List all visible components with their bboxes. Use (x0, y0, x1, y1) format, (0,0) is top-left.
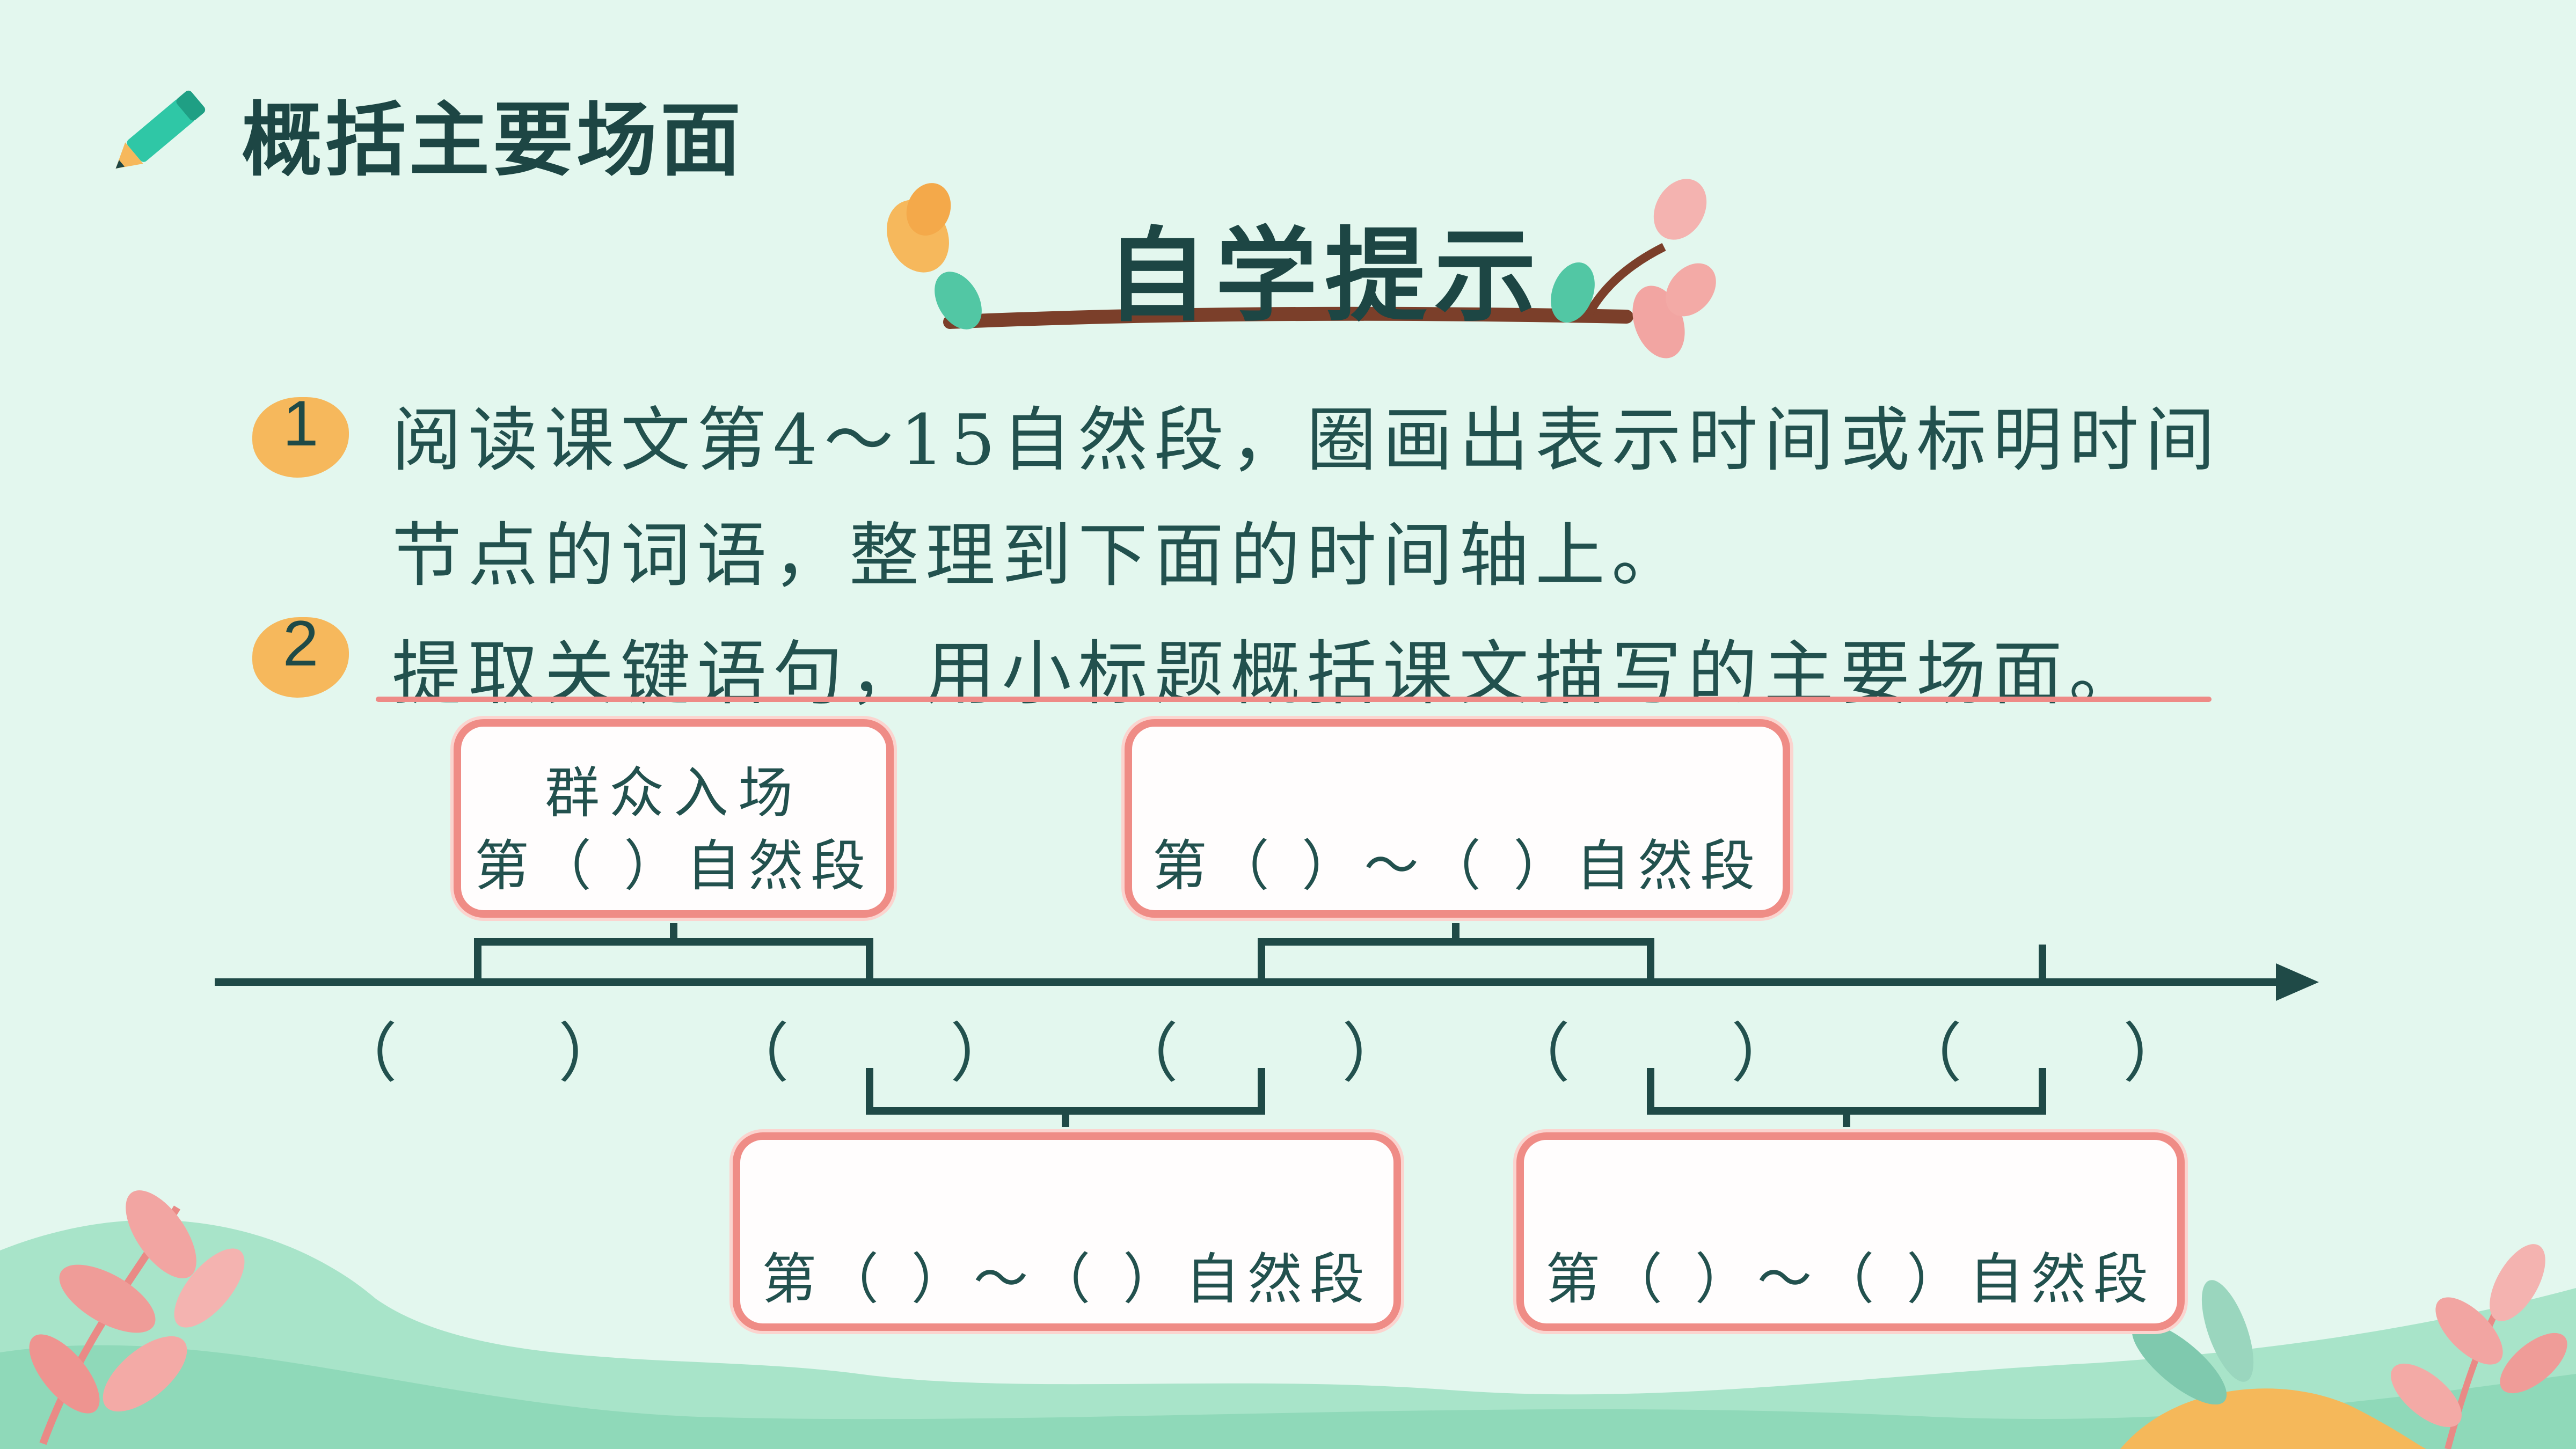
page-title: 概括主要场面 (242, 94, 745, 187)
scene-box-4: 第（ ）～（ ）自然段 (1516, 1132, 2185, 1331)
timeline-slot-4-open: （ (1506, 1016, 1570, 1091)
timeline-slot-1-close: ） (558, 1016, 623, 1091)
branch-decoration-icon (887, 179, 1716, 358)
step-1-text-line-2: 节点的词语，整理到下面的时间轴上。 (392, 515, 1688, 596)
timeline-slot-5-open: （ (1898, 1016, 1962, 1091)
pencil-icon (115, 90, 206, 169)
timeline-slot-1-open: （ (333, 1016, 397, 1091)
scene-box-3-paragraphs: 第（ ）～（ ）自然段 (762, 1248, 1372, 1312)
step-1-badge: 1 (252, 387, 349, 478)
timeline-axis (215, 923, 2319, 1127)
timeline-slot-5-close: ） (2123, 1016, 2187, 1091)
step-2-text: 提取关键语句，用小标题概括课文描写的主要场面。 (392, 633, 2146, 714)
timeline-slot-3-open: （ (1114, 1016, 1178, 1091)
step-2-badge: 2 (252, 608, 349, 698)
scene-box-1-paragraphs: 第（ ）自然段 (474, 835, 873, 898)
timeline-slot-2-open: （ (725, 1016, 789, 1091)
scene-box-1-title: 群众入场 (545, 762, 802, 825)
scene-box-2: 第（ ）～（ ）自然段 (1125, 719, 1790, 918)
section-heading: 自学提示 (1106, 217, 1544, 335)
step-1-text-line-1: 阅读课文第4～15自然段，圈画出表示时间或标明时间 (392, 399, 2222, 481)
scene-box-4-paragraphs: 第（ ）～（ ）自然段 (1545, 1248, 2156, 1312)
step-2-number: 2 (282, 608, 319, 679)
timeline-slot-3-close: ） (1342, 1016, 1406, 1091)
scene-box-2-paragraphs: 第（ ）～（ ）自然段 (1152, 835, 1763, 898)
step-2-underline (376, 697, 2212, 702)
timeline-slot-4-close: ） (1731, 1016, 1796, 1091)
scene-box-3: 第（ ）～（ ）自然段 (733, 1132, 1401, 1331)
timeline-slot-2-close: ） (950, 1016, 1015, 1091)
step-1-number: 1 (282, 387, 319, 459)
scene-box-1: 群众入场 第（ ）自然段 (454, 719, 894, 918)
